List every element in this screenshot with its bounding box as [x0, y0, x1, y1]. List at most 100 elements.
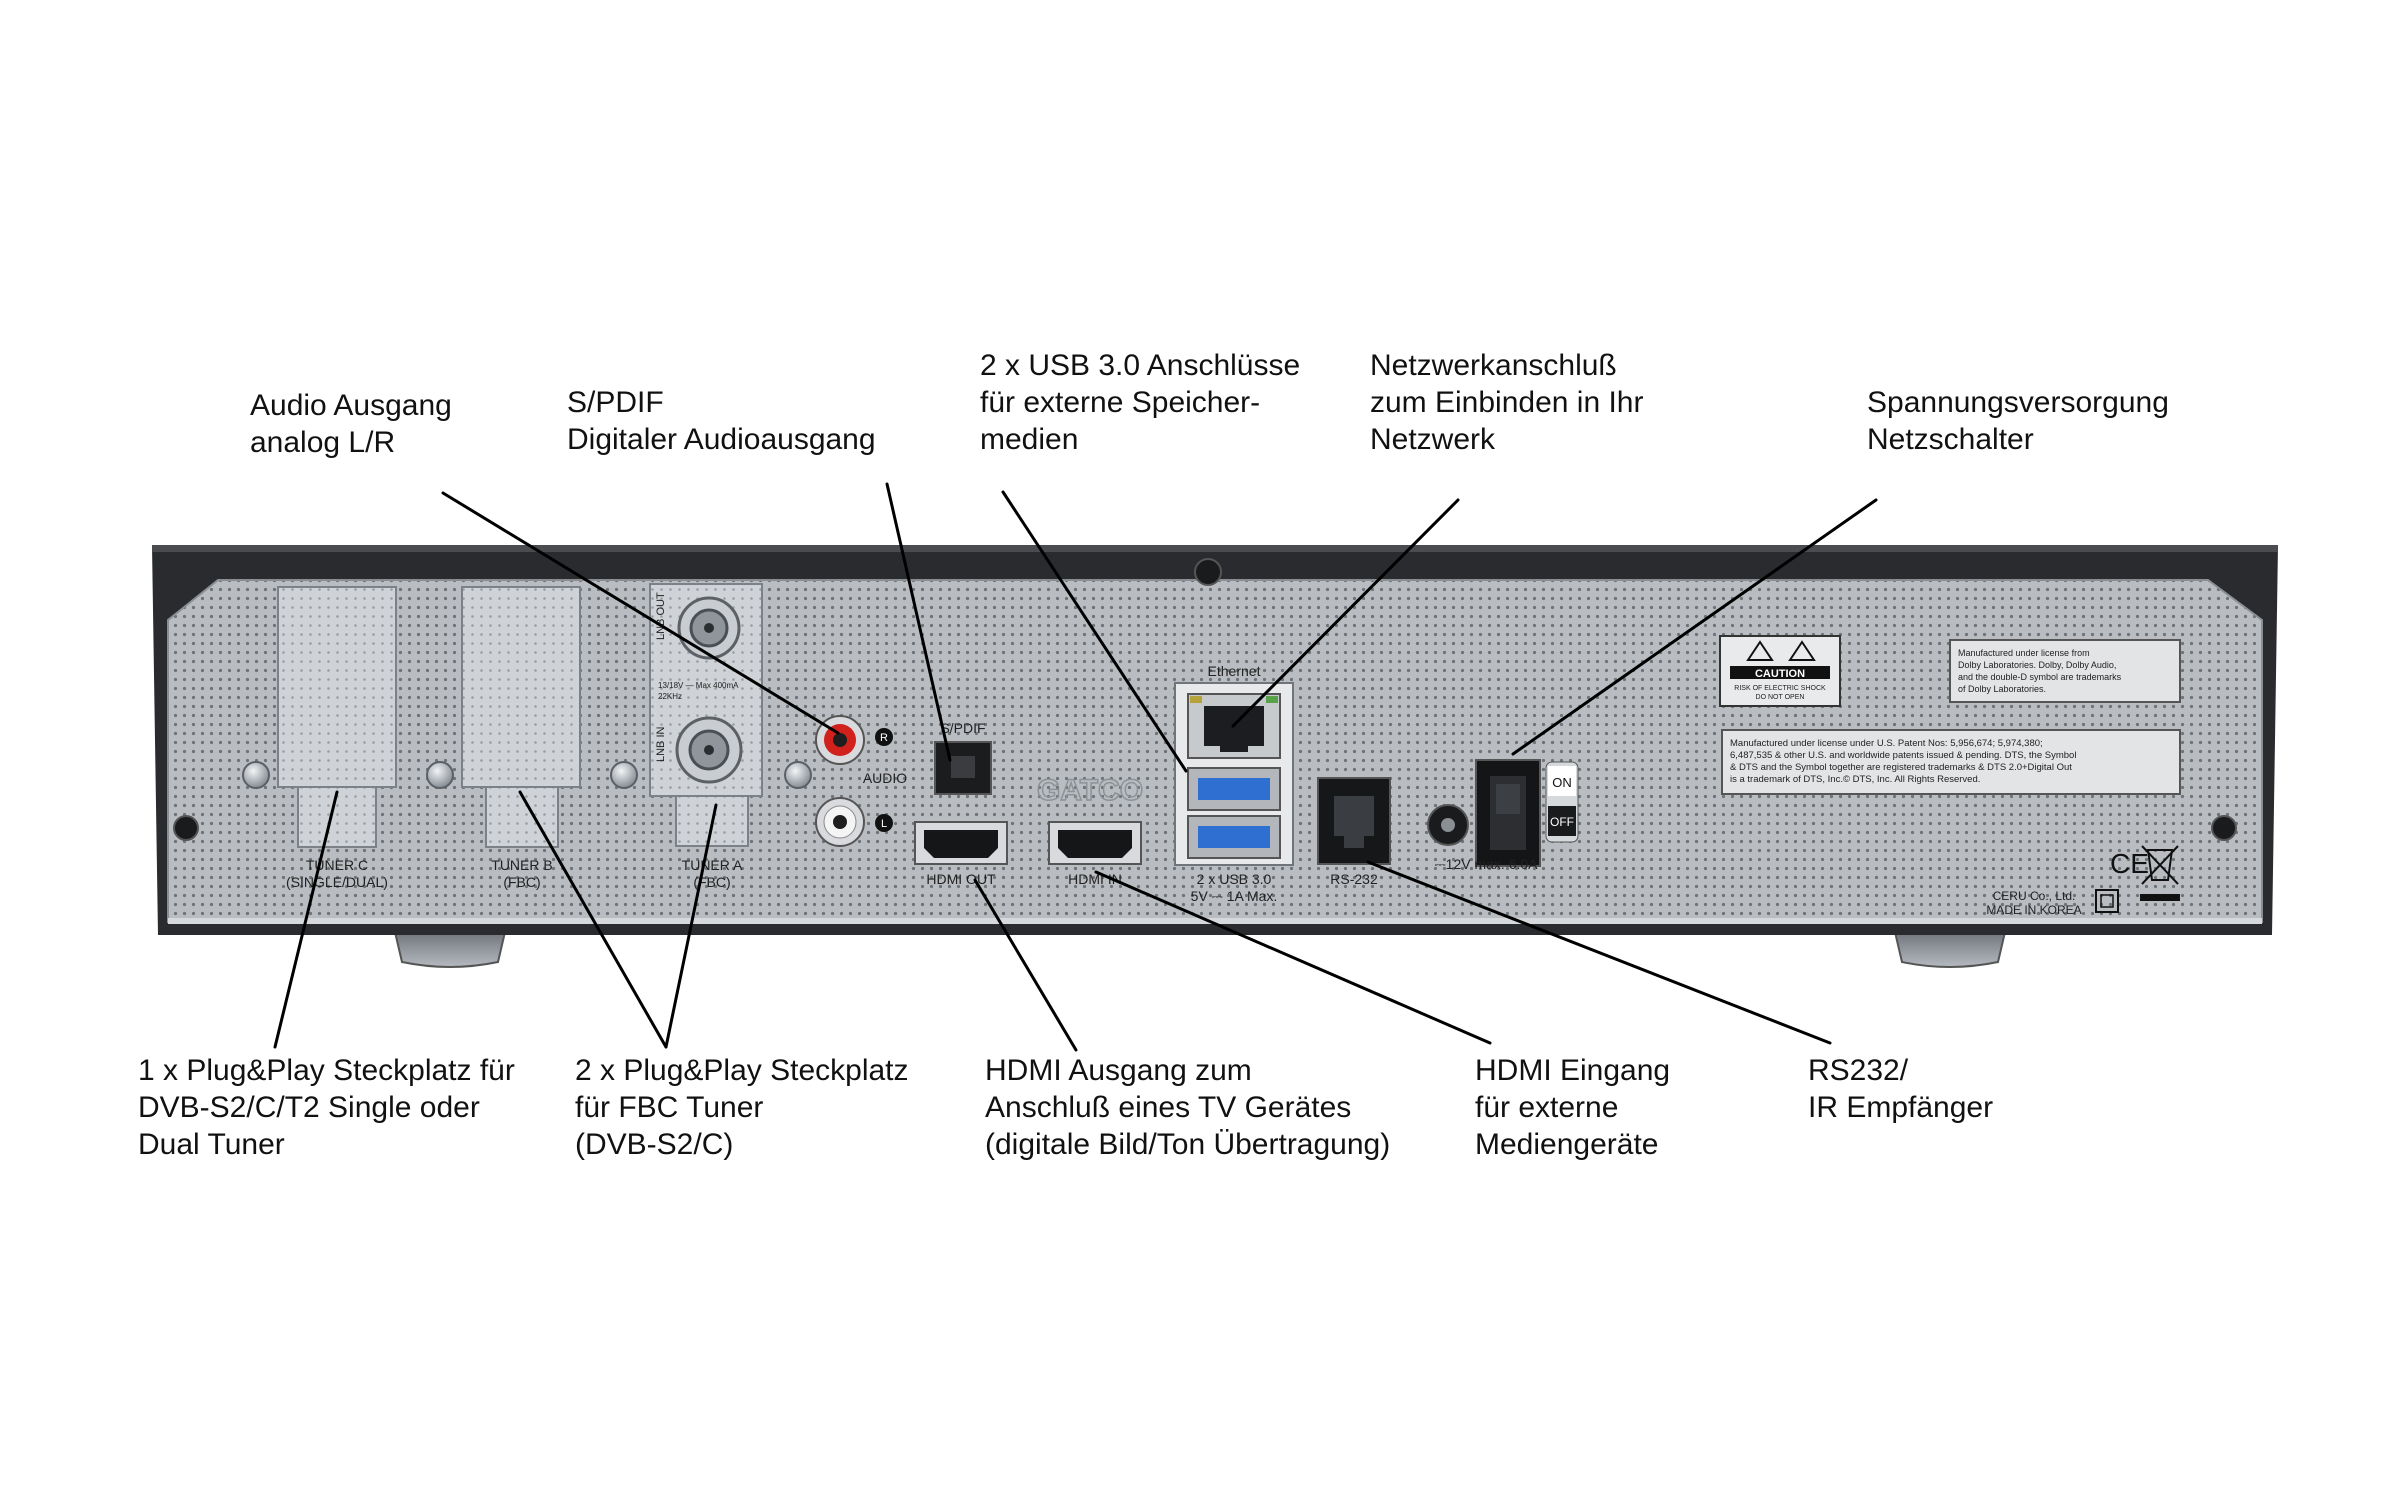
annotation-line: S/PDIF [567, 386, 664, 419]
dts-line4: is a trademark of DTS, Inc.© DTS, Inc. A… [1730, 774, 1980, 785]
annotation-line: 2 x USB 3.0 Anschlüsse [980, 349, 1301, 382]
device-feet [393, 931, 2007, 968]
tuner-b-sub: (FBC) [503, 874, 540, 890]
hdmi-out-panel-label: HDMI OUT [926, 871, 996, 887]
lnb-in-label: LNB IN [655, 726, 667, 762]
annotation-line: 1 x Plug&Play Steckplatz für [138, 1054, 515, 1087]
annotation-network: Netzwerkanschluß zum Einbinden in Ihr Ne… [1370, 347, 1644, 458]
compliance-marks: CE CERU Co., Ltd. MADE IN KOREA [1986, 845, 2180, 917]
annotation-hdmi-out: HDMI Ausgang zum Anschluß eines TV Gerät… [985, 1052, 1390, 1163]
annotation-line: (digitale Bild/Ton Übertragung) [985, 1128, 1391, 1161]
annotation-line: Dual Tuner [138, 1128, 285, 1161]
annotation-line: RS232/ [1808, 1054, 1909, 1087]
annotation-power: Spannungsversorgung Netzschalter [1867, 384, 2169, 458]
usb-panel-label: 2 x USB 3.0 [1197, 871, 1272, 887]
caution-title: CAUTION [1755, 668, 1805, 680]
tuner-slot-b: TUNER B (FBC) [426, 586, 581, 890]
rs232-panel-label: RS-232 [1330, 871, 1378, 887]
annotation-line: Mediengeräte [1475, 1128, 1659, 1161]
annotation-line: DVB-S2/C/T2 Single oder [138, 1091, 480, 1124]
power-section: ON OFF ⎓12V max. 6.0A [1427, 759, 1579, 872]
ethernet-panel-label: Ethernet [1208, 663, 1261, 679]
power-on-label: ON [1552, 775, 1572, 790]
dc-power-jack [1427, 804, 1469, 846]
tuner-c-label: TUNER C [306, 857, 368, 873]
annotation-rs232: RS232/ IR Empfänger [1808, 1052, 1993, 1126]
tuner-c-sub: (SINGLE/DUAL) [286, 874, 388, 890]
usb-panel-spec: 5V ⎓ 1A Max. [1191, 888, 1278, 904]
tuner-slot-c: TUNER C (SINGLE/DUAL) [242, 586, 397, 890]
annotation-line: Netzschalter [1867, 423, 2034, 456]
maker-name: CERU Co., Ltd. [1993, 889, 2076, 903]
annotation-spdif: S/PDIF Digitaler Audioausgang [567, 384, 876, 458]
audio-l-label: L [881, 818, 887, 830]
annotation-line: Audio Ausgang [250, 389, 452, 422]
lnb-spec-line2: 22KHz [658, 692, 682, 701]
dolby-line3: and the double-D symbol are trademarks [1958, 672, 2122, 682]
tuner-b-label: TUNER B [491, 857, 552, 873]
caution-label: CAUTION RISK OF ELECTRIC SHOCK DO NOT OP… [1719, 635, 1841, 707]
dolby-license-label: Manufactured under license from Dolby La… [1949, 639, 2181, 703]
lnb-out-connector [677, 596, 741, 660]
power-spec-label: ⎓12V max. 6.0A [1435, 856, 1539, 872]
annotation-line: HDMI Eingang [1475, 1054, 1671, 1087]
annotation-line: Netzwerkanschluß [1370, 349, 1617, 382]
annotation-line: HDMI Ausgang zum [985, 1054, 1252, 1087]
annotation-line: für externe Speicher- [980, 386, 1261, 419]
annotation-line: 2 x Plug&Play Steckplatz [575, 1054, 909, 1087]
audio-r-label: R [880, 732, 888, 744]
caution-line2: RISK OF ELECTRIC SHOCK [1734, 685, 1826, 692]
leader-lines [273, 482, 1878, 1052]
leader-hdmi-out [973, 878, 1078, 1052]
dolby-line1: Manufactured under license from [1958, 648, 2090, 658]
annotation-line: (DVB-S2/C) [575, 1128, 734, 1161]
annotation-tuner-fbc: 2 x Plug&Play Steckplatz für FBC Tuner (… [575, 1052, 909, 1163]
annotation-line: für externe [1475, 1091, 1619, 1124]
dts-license-label: Manufactured under license under U.S. Pa… [1721, 729, 2181, 795]
annotation-tuner-single: 1 x Plug&Play Steckplatz für DVB-S2/C/T2… [138, 1052, 515, 1163]
tuner-slot-a: LNB OUT LNB IN 13/18V — Max 400mA 22KHz … [610, 583, 763, 890]
leader-power [1511, 498, 1878, 756]
dolby-line2: Dolby Laboratories. Dolby, Dolby Audio, [1958, 660, 2116, 670]
ethernet-usb-block: Ethernet 2 x USB 3.0 5V ⎓ 1A Max. [1174, 663, 1294, 904]
leader-spdif [885, 482, 952, 762]
annotation-audio-output: Audio Ausgang analog L/R [250, 387, 452, 461]
leader-tuner-single [273, 790, 339, 1049]
audio-label: AUDIO [863, 770, 907, 786]
leader-tuner-fbc-b [518, 790, 668, 1049]
dts-line3: & DTS and the Symbol together are regist… [1730, 762, 2072, 773]
hdmi-in-port: HDMI IN [1048, 821, 1142, 887]
annotation-line: für FBC Tuner [575, 1091, 764, 1124]
leader-network [1231, 498, 1460, 728]
annotation-line: Digitaler Audioausgang [567, 423, 876, 456]
lnb-spec-line1: 13/18V — Max 400mA [658, 681, 739, 690]
tuner-a-label: TUNER A [682, 857, 743, 873]
annotation-line: Netzwerk [1370, 423, 1496, 456]
ce-mark: CE [2110, 848, 2149, 879]
leader-audio [441, 491, 840, 735]
lnb-out-label: LNB OUT [655, 592, 667, 640]
leader-hdmi-in [1094, 870, 1492, 1045]
spdif-panel-label: S/PDIF [940, 720, 985, 736]
weee-bin-icon [2140, 845, 2180, 901]
leader-tuner-fbc-a [664, 803, 718, 1049]
power-off-label: OFF [1550, 815, 1574, 829]
annotation-line: IR Empfänger [1808, 1091, 1994, 1124]
rs232-port: RS-232 [1317, 777, 1391, 887]
maker-origin: MADE IN KOREA [1986, 903, 2081, 917]
annotation-line: Spannungsversorgung [1867, 386, 2169, 419]
brand-logo: GATCO [1037, 774, 1143, 807]
annotation-line: medien [980, 423, 1079, 456]
lnb-in-connector [675, 716, 743, 784]
annotation-line: analog L/R [250, 426, 396, 459]
annotation-usb: 2 x USB 3.0 Anschlüsse für externe Speic… [980, 347, 1300, 458]
power-switch [1475, 759, 1541, 867]
leader-rs232 [1366, 860, 1832, 1045]
caution-line3: DO NOT OPEN [1756, 694, 1805, 701]
annotation-hdmi-in: HDMI Eingang für externe Mediengeräte [1475, 1052, 1670, 1163]
annotation-line: zum Einbinden in Ihr [1370, 386, 1644, 419]
hdmi-in-panel-label: HDMI IN [1068, 871, 1122, 887]
dts-line2: 6,487,535 & other U.S. and worldwide pat… [1730, 750, 2076, 761]
tuner-a-sub: (FBC) [693, 874, 730, 890]
